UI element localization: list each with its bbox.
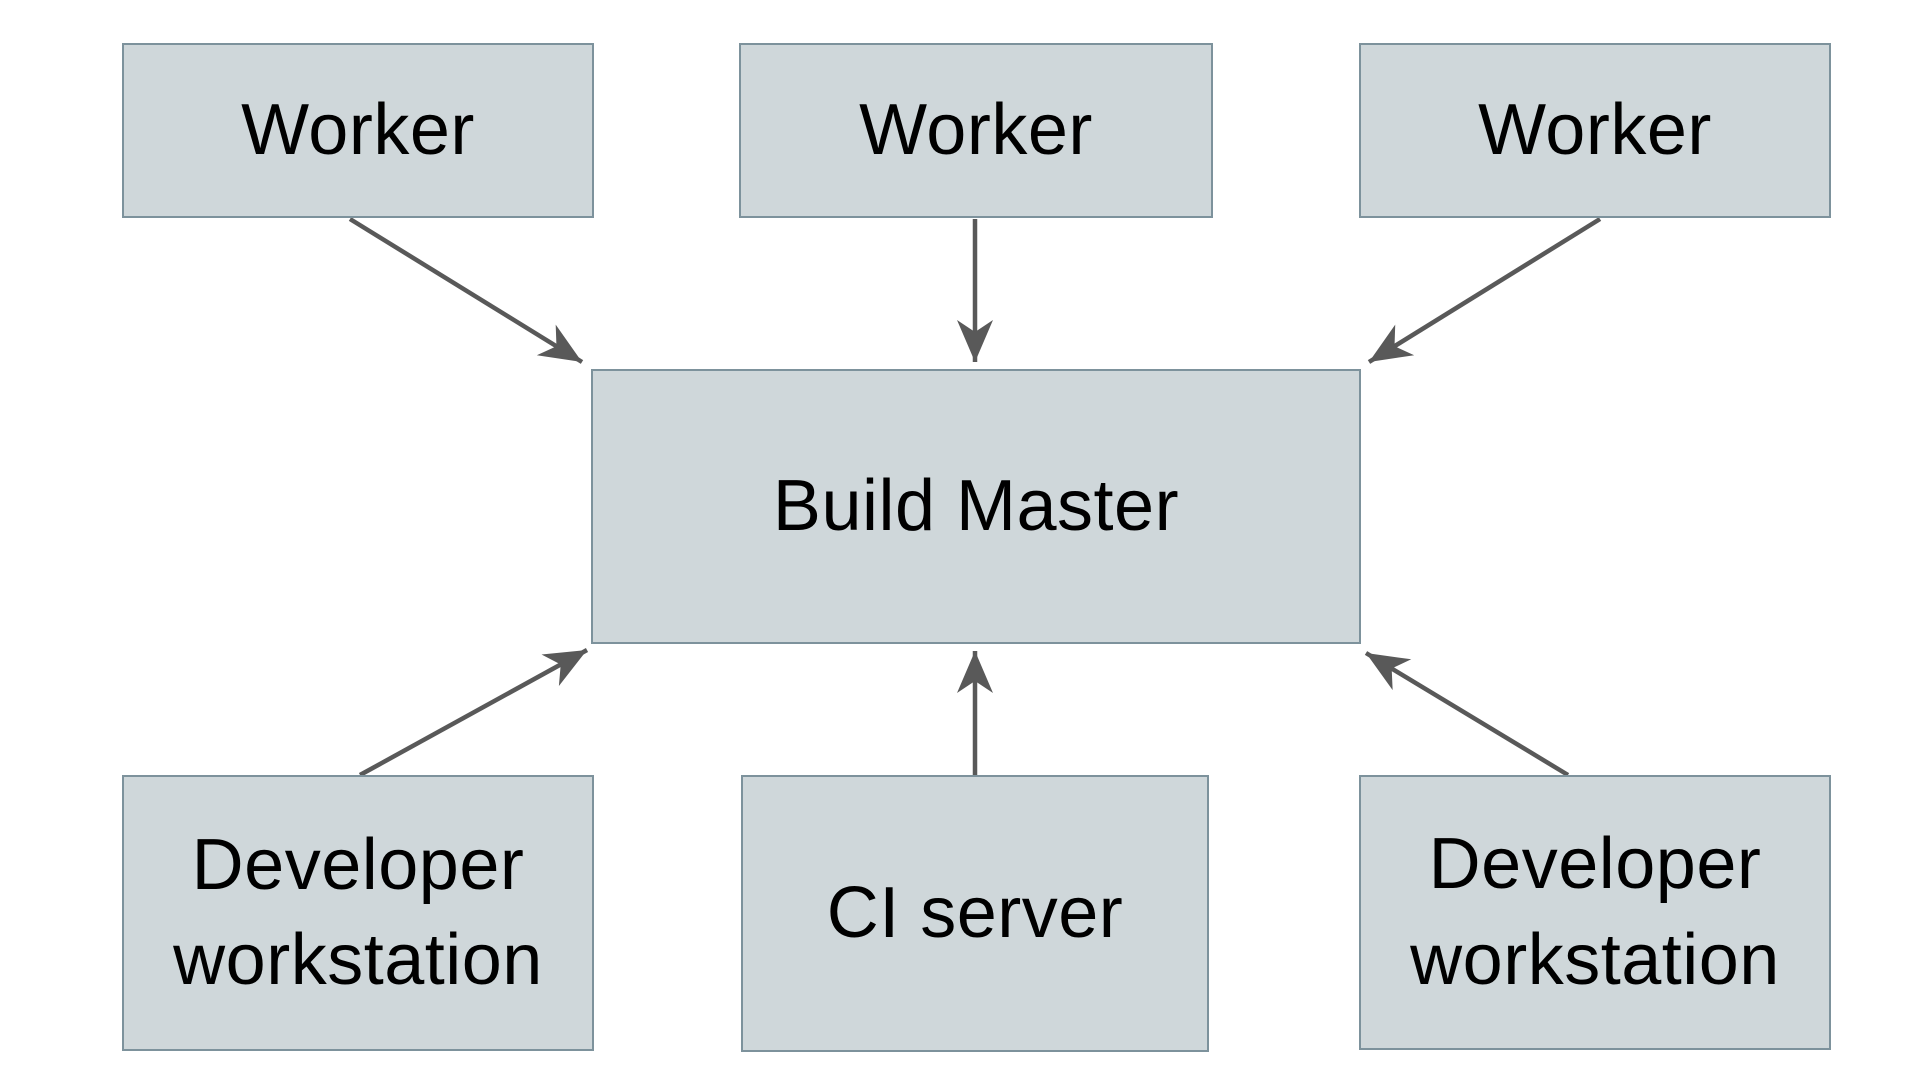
node-developer-workstation-left: Developer workstation — [122, 775, 594, 1051]
node-build-master: Build Master — [591, 369, 1361, 644]
node-worker-top-right: Worker — [1359, 43, 1831, 218]
node-worker-top-center: Worker — [739, 43, 1213, 218]
arrow-worker-left-to-build-master — [348, 217, 584, 364]
node-worker-top-left: Worker — [122, 43, 594, 218]
arrow-dev-left-to-build-master — [358, 648, 589, 777]
arrow-worker-right-to-build-master — [1367, 217, 1602, 364]
arrow-dev-right-to-build-master — [1364, 651, 1570, 777]
node-developer-workstation-right: Developer workstation — [1359, 775, 1831, 1050]
node-ci-server: CI server — [741, 775, 1209, 1052]
